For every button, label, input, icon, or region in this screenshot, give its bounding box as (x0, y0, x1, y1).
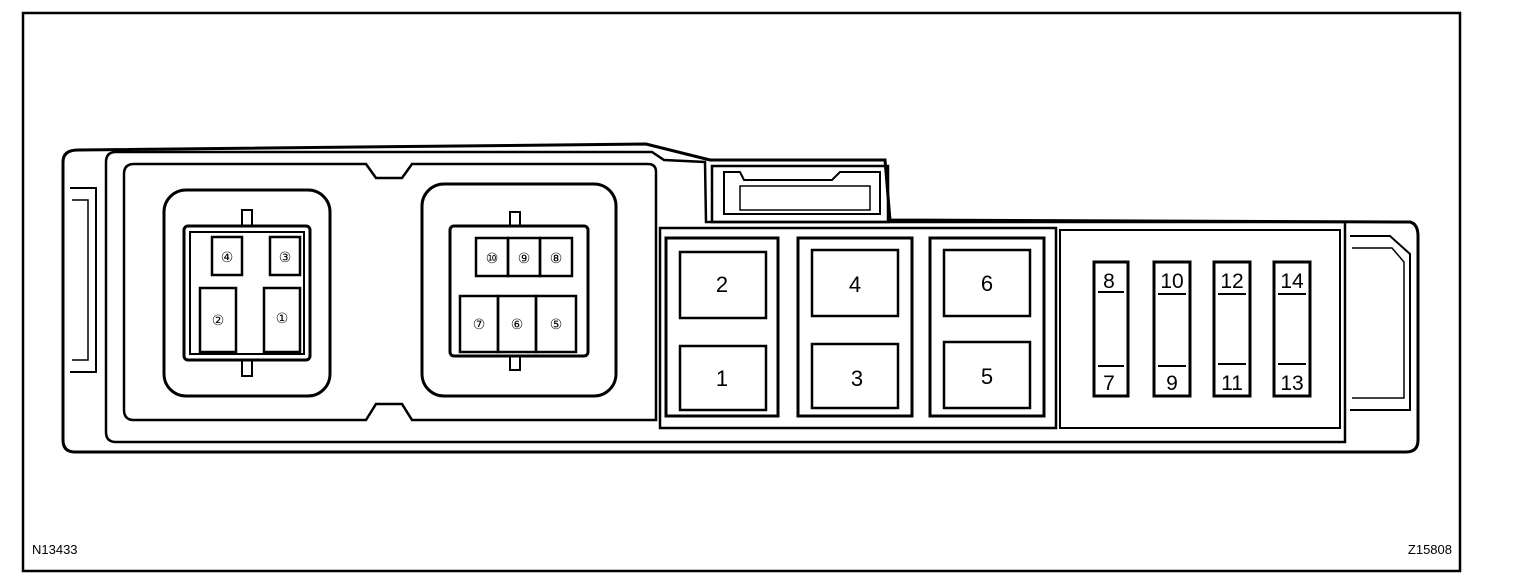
relay-label: 4 (849, 272, 861, 297)
fuse-slot-8-7 (1092, 260, 1130, 398)
relay-label: 1 (716, 366, 728, 391)
relay-block-1 (664, 236, 780, 418)
fuse-label: 10 (1160, 270, 1183, 293)
pin-label: ② (212, 313, 225, 329)
figure-frame (21, 11, 1462, 573)
relay-section (658, 226, 1058, 430)
connector-left-labels: ④ ③ ② ① (212, 250, 292, 329)
fuse-label: 12 (1220, 270, 1243, 293)
pin-5-cavity (534, 294, 578, 354)
relay-label: 2 (716, 272, 728, 297)
housing (61, 142, 1420, 454)
pin-2-cavity (198, 286, 238, 354)
fuse-slots (1092, 260, 1312, 398)
pin-label: ④ (221, 250, 234, 266)
relay-label: 6 (981, 271, 993, 296)
connector-left (162, 188, 332, 398)
pin-4-cavity (210, 235, 244, 277)
pin-label: ⑨ (518, 251, 531, 267)
fuse-label: 13 (1280, 372, 1303, 395)
fuse-label: 8 (1103, 270, 1115, 293)
pin-label: ⑥ (511, 317, 524, 333)
relay-block-2 (796, 236, 914, 418)
pin-label: ① (276, 311, 289, 327)
pin-label: ⑤ (550, 317, 563, 333)
fuse-label: 7 (1103, 372, 1115, 395)
pin-label: ⑩ (486, 251, 499, 267)
fuse-slot-14-13 (1272, 260, 1312, 398)
fuse-slot-10-9 (1152, 260, 1192, 398)
relay-label: 5 (981, 364, 993, 389)
pin-label: ⑦ (473, 317, 486, 333)
pin-label: ③ (279, 250, 292, 266)
figure-code-left: N13433 (32, 542, 78, 557)
fuse-label: 9 (1166, 372, 1178, 395)
connector-right (420, 182, 618, 398)
relay-labels: 2 1 4 3 6 5 (716, 271, 993, 391)
connector-right-labels: ⑩ ⑨ ⑧ ⑦ ⑥ ⑤ (473, 251, 563, 333)
fuse-label: 11 (1221, 372, 1243, 395)
relay-label: 3 (851, 366, 863, 391)
pin-1-cavity (262, 286, 302, 354)
relay-block-3 (928, 236, 1046, 418)
pin-label: ⑧ (550, 251, 563, 267)
fuse-label: 14 (1280, 270, 1304, 293)
pin-3-cavity (268, 235, 302, 277)
pin-8-cavity (538, 236, 574, 278)
fuse-slot-12-11 (1212, 260, 1252, 398)
figure-code-right: Z15808 (1408, 542, 1452, 557)
fuse-labels: 8 7 10 9 12 11 14 13 (1103, 270, 1304, 395)
